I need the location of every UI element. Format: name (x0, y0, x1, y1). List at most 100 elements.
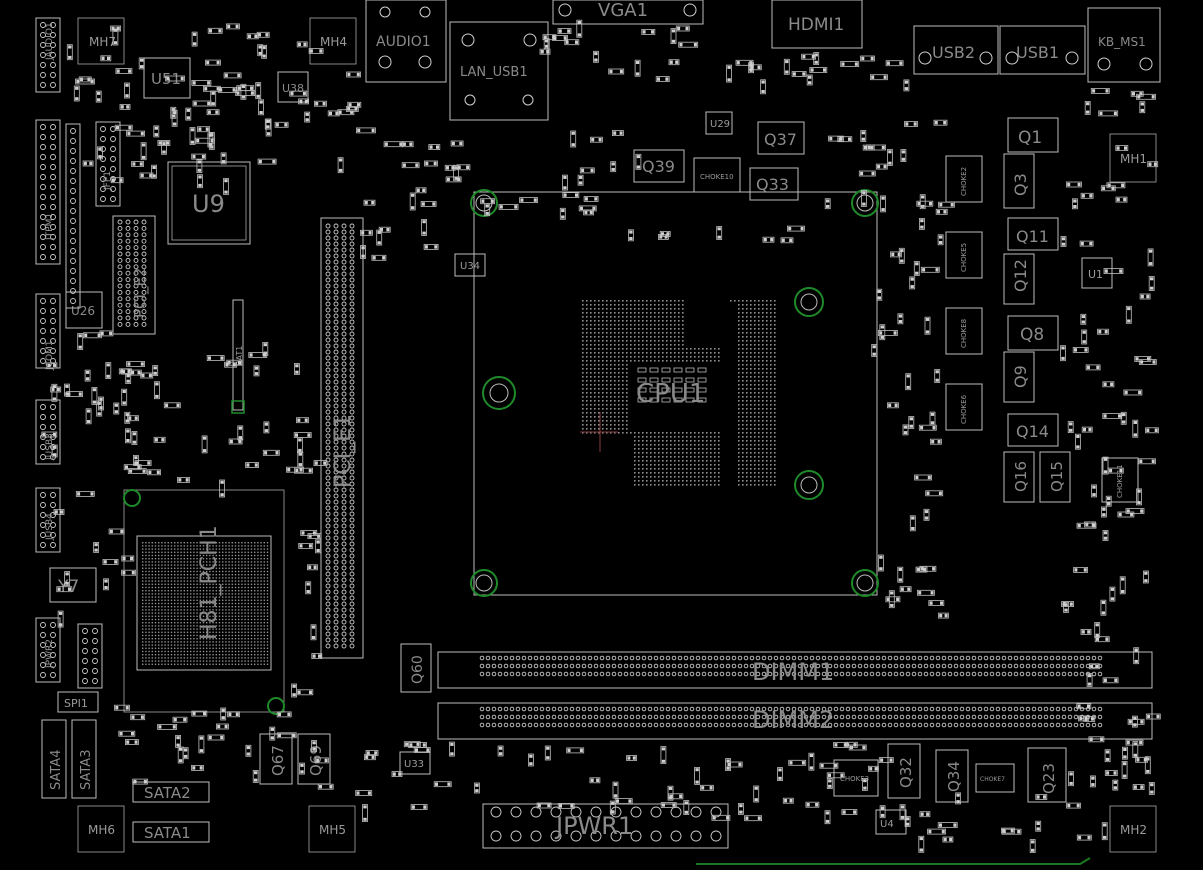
q37-label: Q37 (764, 130, 797, 149)
q37-mosfet: Q37 (757, 121, 805, 155)
u33-label: U33 (404, 759, 424, 770)
mh4-label: MH4 (320, 35, 347, 49)
vga-label: VGA1 (598, 0, 648, 21)
kb-ms-label: KB_MS1 (1098, 35, 1146, 49)
choke8: CHOKE8 (945, 307, 983, 355)
sata1-label: SATA1 (144, 824, 191, 842)
u29-label: U29 (710, 119, 730, 130)
q32-label: Q32 (897, 757, 915, 788)
sata2-connector: SATA2 (132, 781, 210, 803)
left-headers (35, 17, 121, 689)
u1-label: U1 (1088, 268, 1103, 281)
choke11: CHOKE11 (1101, 457, 1139, 503)
pcie1-label: PCI_E1 (331, 414, 356, 488)
q16-label: Q16 (1012, 461, 1030, 492)
q15-label: Q15 (1048, 461, 1066, 492)
q69-mosfet: Q69 (297, 733, 331, 785)
vga-connector: VGA1 (552, 0, 704, 25)
dimm1-label: DIMM1 (752, 658, 834, 686)
sata3-label: SATA3 (79, 750, 94, 790)
choke3-label: CHOKE3 (840, 775, 869, 783)
u34-chip: U34 (454, 253, 486, 277)
q39-mosfet: Q39 (633, 149, 685, 183)
choke7: CHOKE7 (975, 763, 1015, 793)
q3-mosfet: Q3 (1003, 153, 1035, 209)
kb-ms-connector: KB_MS1 (1087, 7, 1161, 83)
spi1-header: SPI1 (57, 691, 99, 713)
lan-usb-label: LAN_USB1 (460, 65, 528, 80)
q69-label: Q69 (307, 745, 325, 776)
y7-crystal: Y7 (49, 567, 97, 603)
pcie2-pins (117, 219, 147, 327)
pcie1-pins (325, 223, 355, 649)
u33-chip: U33 (399, 751, 431, 775)
mh5-hole: MH5 (308, 805, 356, 853)
sata4-label: SATA4 (49, 750, 64, 790)
jpwr-connector: JPWR1 (482, 803, 729, 849)
mh1-label: MH1 (1120, 152, 1147, 166)
q32-mosfet: Q32 (887, 743, 921, 799)
jfp-label: JFP1 (103, 171, 113, 191)
q34-mosfet: Q34 (935, 749, 969, 803)
mh6-label: MH6 (88, 823, 115, 837)
q1-label: Q1 (1018, 128, 1042, 148)
q8-mosfet: Q8 (1007, 315, 1059, 351)
usb2-connector: USB2 (913, 25, 999, 75)
choke5: CHOKE5 (945, 231, 983, 279)
q16-mosfet: Q16 (1003, 451, 1035, 503)
spi1-label: SPI1 (64, 697, 88, 710)
q67-mosfet: Q67 (259, 733, 293, 785)
choke8-label: CHOKE8 (960, 319, 968, 348)
usb1-connector: USB1 (999, 25, 1086, 75)
dimm2-slot: DIMM2 (437, 702, 1153, 740)
u26-chip: U26 (65, 291, 103, 329)
q8-label: Q8 (1020, 325, 1044, 345)
jcom-label: JCOM1 (45, 340, 55, 371)
hdmi-connector: HDMI1 (771, 0, 863, 49)
cpu-label: CPU1 (636, 379, 705, 409)
q9-mosfet: Q9 (1003, 351, 1035, 403)
sata1-connector: SATA1 (132, 821, 210, 843)
choke6-label: CHOKE6 (960, 394, 968, 424)
q39-label: Q39 (642, 157, 675, 176)
sata4-connector: SATA4 (41, 719, 67, 799)
jpwr-pins (490, 806, 722, 842)
q14-label: Q14 (1016, 422, 1049, 441)
jpwr2-label: JPWR2 (45, 639, 55, 669)
smd-components (41, 19, 1161, 853)
bottom-trace (696, 857, 1091, 865)
lan-usb-connector: LAN_USB1 (449, 21, 549, 121)
u4-label: U4 (880, 819, 894, 830)
choke6: CHOKE6 (945, 383, 983, 431)
mh7-hole: MH7 (77, 17, 125, 65)
usb1-label: USB1 (1016, 43, 1059, 62)
q15-mosfet: Q15 (1039, 451, 1071, 503)
u34-label: U34 (460, 261, 480, 272)
pcie2-slot: PCI_E2 (112, 215, 156, 335)
jusb4-label: JUSB4 (45, 513, 55, 541)
choke2: CHOKE2 (945, 155, 983, 203)
q11-mosfet: Q11 (1007, 217, 1059, 251)
bat1-holder: BAT1 (231, 299, 245, 414)
pch-label: H81_PCH1 (197, 525, 222, 640)
pcie1-slot: PCI_E1 (320, 217, 364, 659)
q23-label: Q23 (1040, 763, 1058, 794)
q12-label: Q12 (1011, 259, 1030, 292)
mh1-hole: MH1 (1109, 133, 1157, 183)
dimm1-pins (479, 655, 1103, 677)
audio-label: AUDIO1 (376, 34, 431, 50)
jpwr-label: JPWR1 (554, 812, 633, 840)
mh2-hole: MH2 (1109, 805, 1157, 853)
hdmi-label: HDMI1 (788, 15, 844, 35)
q33-mosfet: Q33 (749, 167, 799, 201)
sata2-label: SATA2 (144, 784, 191, 802)
usb2-label: USB2 (932, 43, 975, 62)
u29-chip: U29 (705, 111, 733, 135)
jusb3-label: JUSB3 (45, 433, 55, 461)
u9-label: U9 (192, 190, 225, 218)
dimm1-slot: DIMM1 (437, 651, 1153, 689)
mh7-label: MH7 (89, 35, 116, 49)
u9-chip: U9 (167, 161, 251, 245)
q60-label: Q60 (410, 655, 426, 684)
